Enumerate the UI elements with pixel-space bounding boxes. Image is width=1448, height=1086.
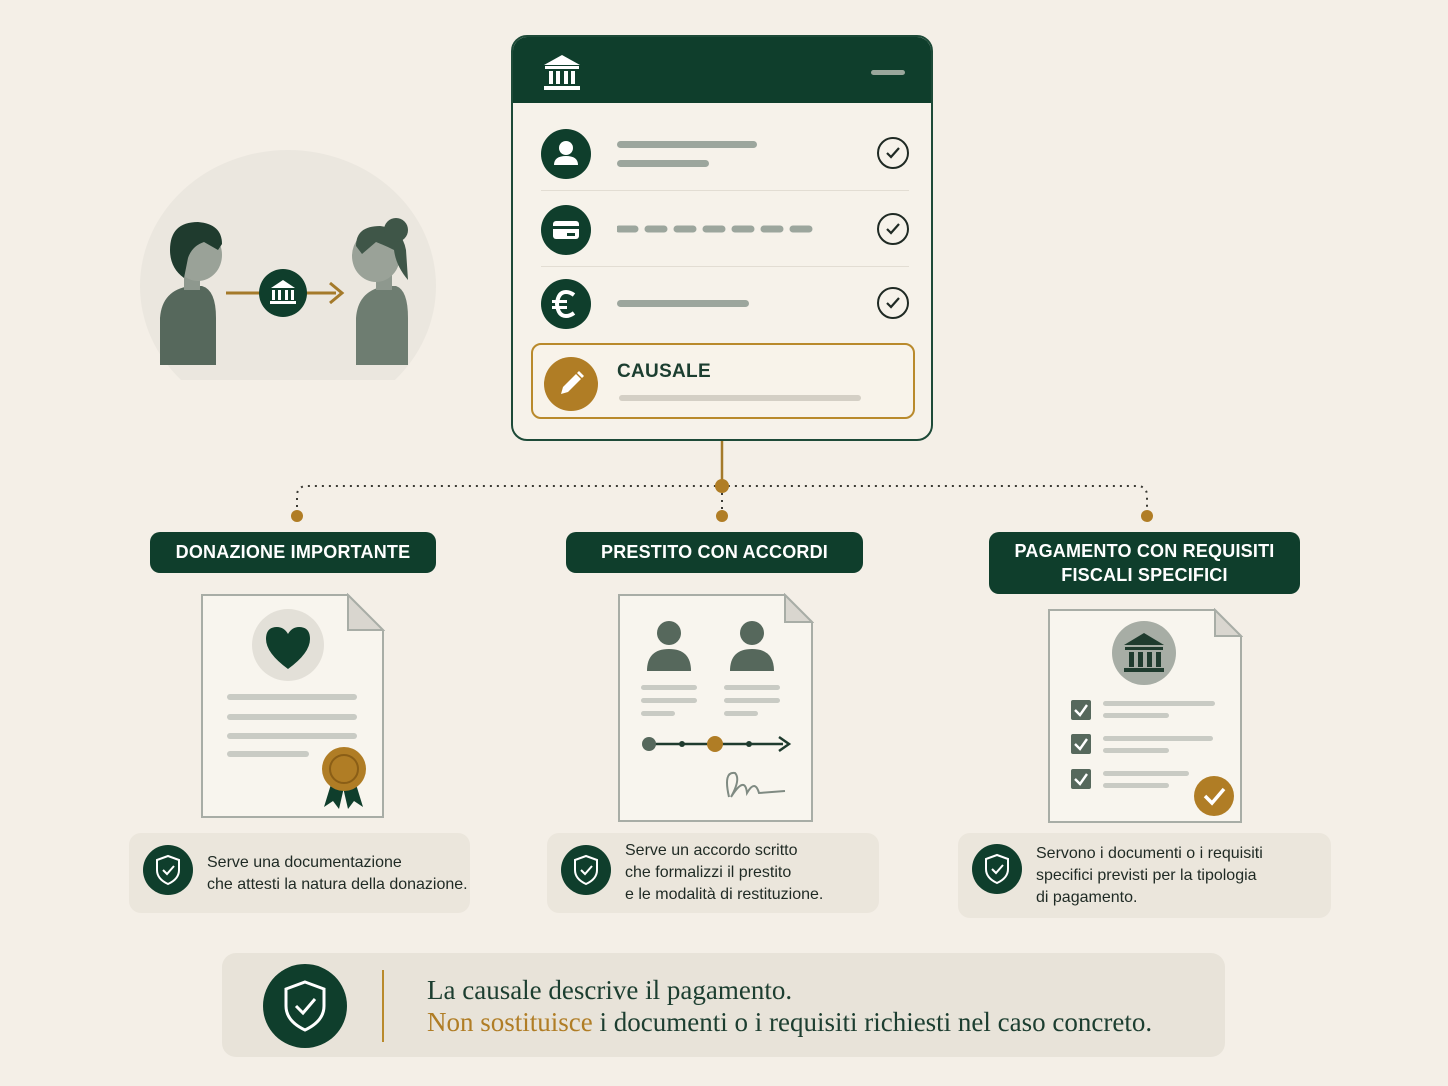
form-row-iban[interactable] xyxy=(541,193,909,267)
check-icon xyxy=(877,137,909,169)
placeholder-dashed-bar xyxy=(617,225,817,233)
placeholder-bar xyxy=(617,141,757,148)
info-donazione: Serve una documentazione che attesti la … xyxy=(129,833,470,913)
user-icon xyxy=(647,621,691,671)
info-donazione-text: Serve una documentazione che attesti la … xyxy=(207,854,468,893)
note-line-2: Non sostituisce i documenti o i requisit… xyxy=(427,1007,1152,1038)
minimize-button[interactable] xyxy=(871,70,905,75)
note-accent: Non sostituisce xyxy=(427,1007,593,1037)
shield-check-icon xyxy=(561,845,611,895)
sender-person xyxy=(160,222,222,365)
form-header xyxy=(513,37,931,103)
note-line-1: La causale descrive il pagamento. xyxy=(427,975,793,1005)
causale-field[interactable]: CAUSALE xyxy=(531,343,915,419)
user-icon xyxy=(541,129,591,179)
bottom-note: La causale descrive il pagamento. Non so… xyxy=(222,953,1225,1057)
placeholder-bar xyxy=(617,160,709,167)
user-icon xyxy=(730,621,774,671)
ribbon-icon xyxy=(322,747,366,809)
causale-label: CAUSALE xyxy=(617,361,711,382)
causale-placeholder-bar xyxy=(619,395,861,401)
check-icon xyxy=(877,287,909,319)
fiscal-requirements-document xyxy=(1048,608,1243,823)
category-donazione-title: DONAZIONE IMPORTANTE xyxy=(150,532,436,573)
bank-icon xyxy=(1112,621,1176,685)
checkbox-icon xyxy=(1071,769,1091,789)
form-row-amount[interactable] xyxy=(541,267,909,341)
placeholder-bar xyxy=(617,300,749,307)
checkbox-icon xyxy=(1071,734,1091,754)
bank-icon xyxy=(544,55,580,90)
card-icon xyxy=(541,205,591,255)
transfer-illustration xyxy=(140,150,436,380)
bank-transfer-form: CAUSALE xyxy=(511,35,933,441)
repayment-timeline-arrow xyxy=(642,735,792,753)
info-pagamento: Servono i documenti o i requisiti specif… xyxy=(958,833,1331,918)
approved-check-icon xyxy=(1194,776,1234,816)
note-rest: i documenti o i requisiti richiesti nel … xyxy=(592,1007,1153,1037)
info-pagamento-text: Servono i documenti o i requisiti specif… xyxy=(1036,845,1263,906)
shield-check-icon xyxy=(143,845,193,895)
category-prestito-title: PRESTITO CON ACCORDI xyxy=(566,532,863,573)
loan-agreement-document xyxy=(618,593,814,822)
form-row-beneficiary[interactable] xyxy=(541,117,909,191)
euro-icon xyxy=(541,279,591,329)
note-divider xyxy=(382,970,384,1042)
check-icon xyxy=(877,213,909,245)
shield-check-icon xyxy=(263,964,347,1048)
pencil-icon xyxy=(544,357,598,411)
heart-icon xyxy=(252,609,324,681)
donation-certificate-document xyxy=(201,593,385,818)
info-prestito-text: Serve un accordo scritto che formalizzi … xyxy=(625,842,824,903)
signature-icon xyxy=(726,771,786,798)
receiver-person xyxy=(352,218,408,365)
bank-icon xyxy=(259,269,307,317)
checkbox-icon xyxy=(1071,700,1091,720)
shield-check-icon xyxy=(972,844,1022,894)
info-prestito: Serve un accordo scritto che formalizzi … xyxy=(547,833,879,913)
